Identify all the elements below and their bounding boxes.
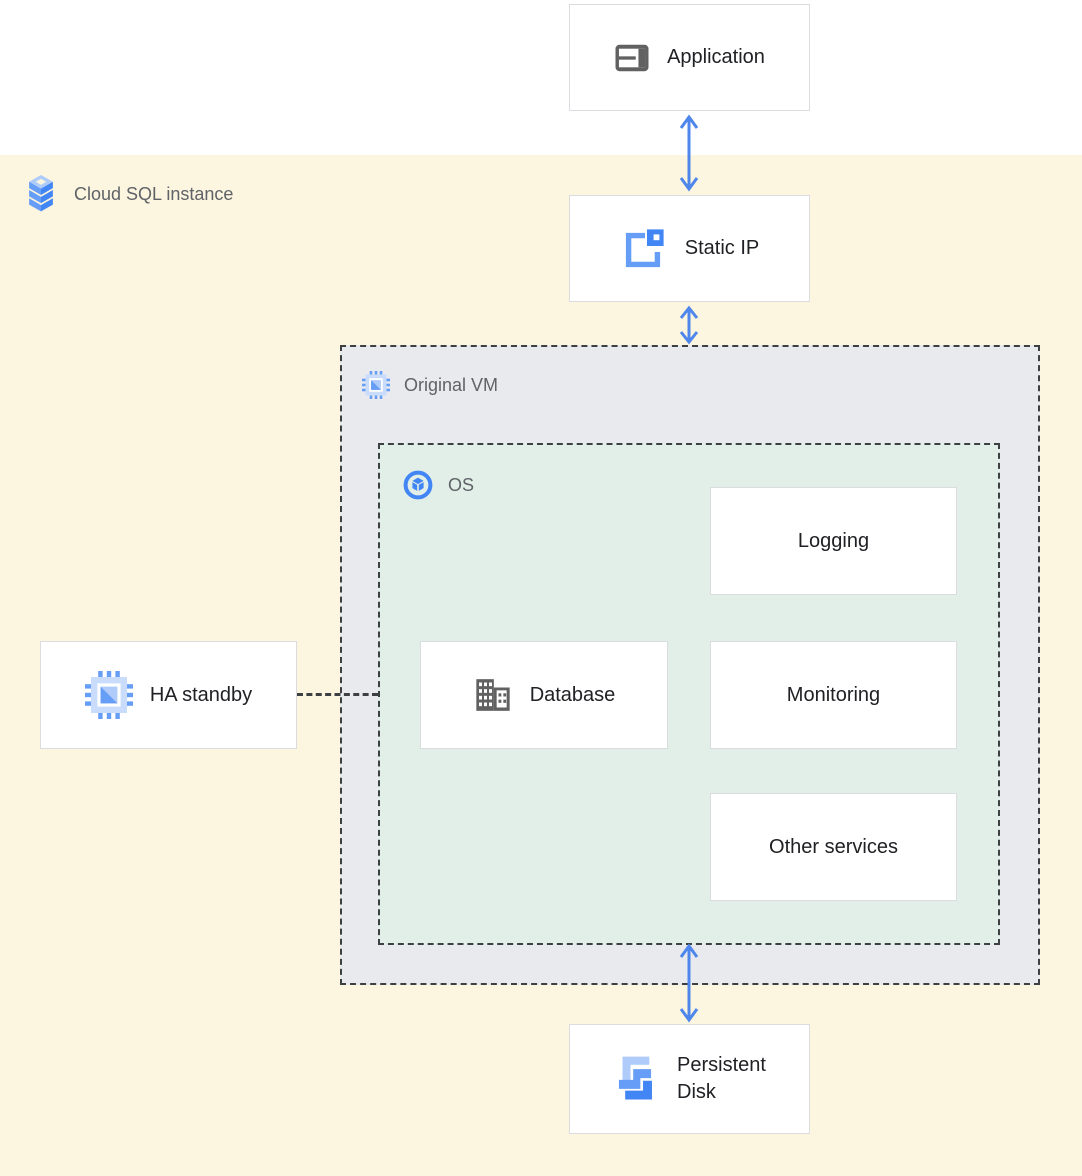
other-services-node: Other services bbox=[710, 793, 957, 901]
os-label: OS bbox=[402, 469, 474, 501]
cloud-sql-instance-label: Cloud SQL instance bbox=[22, 174, 233, 214]
database-node: Database bbox=[420, 641, 668, 749]
persistent-disk-label: Persistent Disk bbox=[677, 1052, 766, 1106]
persistent-disk-icon bbox=[618, 1056, 652, 1100]
compute-engine-icon bbox=[84, 671, 133, 719]
database-label: Database bbox=[529, 683, 616, 706]
persistent-disk-node: Persistent Disk bbox=[569, 1024, 810, 1134]
os-label-text: OS bbox=[448, 474, 475, 495]
arrow-vm-persistentdisk bbox=[679, 943, 699, 1023]
logging-label: Logging bbox=[797, 529, 870, 552]
original-vm-label-text: Original VM bbox=[404, 374, 499, 395]
logging-node: Logging bbox=[710, 487, 957, 595]
arrow-application-staticip bbox=[679, 114, 699, 192]
other-services-label: Other services bbox=[769, 835, 898, 858]
application-label: Application bbox=[667, 46, 765, 68]
compute-engine-icon bbox=[362, 371, 390, 399]
static-ip-icon bbox=[625, 228, 664, 267]
ha-standby-connector-line bbox=[297, 693, 378, 696]
database-icon bbox=[476, 679, 510, 711]
static-ip-label: Static IP bbox=[684, 237, 760, 259]
ha-standby-label: HA standby bbox=[149, 683, 253, 706]
ha-standby-node: HA standby bbox=[40, 641, 297, 749]
original-vm-label: Original VM bbox=[362, 371, 498, 399]
monitoring-label: Monitoring bbox=[786, 683, 881, 706]
os-icon bbox=[403, 470, 433, 500]
application-icon bbox=[615, 44, 649, 71]
static-ip-node: Static IP bbox=[569, 195, 810, 302]
cloud-sql-instance-label-text: Cloud SQL instance bbox=[74, 183, 234, 204]
arrow-staticip-vm bbox=[679, 305, 699, 345]
cloud-sql-icon bbox=[29, 175, 53, 212]
monitoring-node: Monitoring bbox=[710, 641, 957, 749]
application-node: Application bbox=[569, 4, 810, 111]
persistent-disk-label-line2: Disk bbox=[677, 1081, 716, 1103]
persistent-disk-label-line1: Persistent bbox=[677, 1054, 766, 1076]
